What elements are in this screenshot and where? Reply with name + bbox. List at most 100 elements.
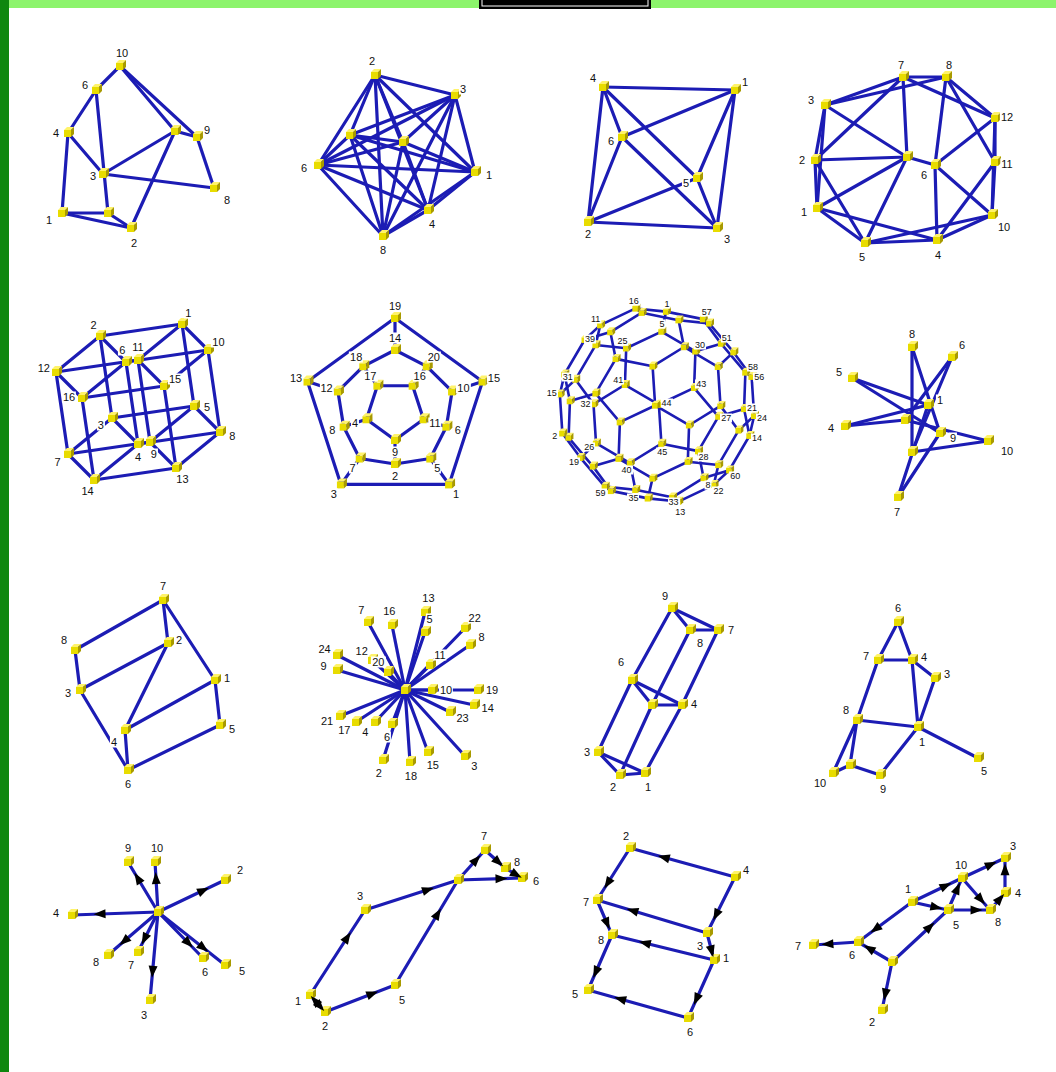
- cube-front: [703, 930, 710, 937]
- vertex-number: 39: [584, 335, 596, 344]
- graph-edge: [865, 157, 907, 243]
- cube-front: [178, 321, 185, 328]
- vertex-cube: [71, 644, 81, 654]
- vertex-number: 5: [203, 401, 211, 412]
- vertex-cube: [146, 436, 156, 446]
- cube-side: [931, 399, 934, 409]
- vertex-number: 23: [455, 713, 469, 724]
- cube-front: [124, 767, 131, 774]
- graph-edge: [403, 95, 455, 142]
- cube-side: [398, 312, 401, 322]
- cube-front: [607, 330, 613, 336]
- cube-front: [461, 625, 468, 632]
- graph-edge: [632, 608, 672, 680]
- cube-side: [816, 939, 819, 949]
- cube-front: [346, 132, 353, 139]
- cube-side: [720, 362, 722, 370]
- cube-side: [717, 954, 720, 964]
- vertex-cube: [874, 654, 884, 664]
- cube-side: [691, 420, 693, 428]
- cube-front: [76, 687, 83, 694]
- graph-edge: [833, 720, 857, 773]
- vertex-cube: [599, 81, 609, 91]
- cube-front: [90, 477, 97, 484]
- cube-front: [686, 423, 692, 429]
- vertex-number: 8: [842, 705, 850, 716]
- vertex-cube: [391, 344, 401, 354]
- graph-edge: [82, 398, 94, 480]
- vertex-cube: [134, 438, 144, 448]
- graph-edge: [100, 336, 126, 362]
- vertex-number: 2: [551, 431, 558, 440]
- vertex-number: 20: [371, 656, 385, 667]
- cube-side: [638, 485, 640, 493]
- cube-front: [391, 461, 398, 468]
- arrowhead: [421, 887, 434, 896]
- vertex-cube: [384, 666, 394, 676]
- cube-front: [715, 364, 721, 370]
- vertex-cube: [899, 71, 909, 81]
- vertex-cube: [379, 230, 389, 240]
- vertex-cube: [931, 159, 941, 169]
- cube-front: [478, 379, 485, 386]
- cube-front: [52, 369, 59, 376]
- vertex-number: 7: [357, 604, 365, 615]
- vertex-number: 10: [456, 382, 470, 393]
- vertex-number: 10: [1000, 446, 1014, 457]
- vertex-cube: [559, 429, 567, 437]
- vertex-number: 17: [337, 724, 351, 735]
- vertex-cube: [52, 366, 62, 376]
- cube-side: [901, 491, 904, 501]
- graph-edge: [598, 752, 645, 773]
- vertex-number: 3: [943, 669, 951, 680]
- cube-front: [821, 102, 828, 109]
- vertex-cube: [616, 769, 626, 779]
- cube-side: [853, 759, 856, 769]
- vertex-cube: [391, 312, 401, 322]
- cube-side: [197, 400, 200, 410]
- cube-side: [855, 372, 858, 382]
- vertex-number: 1: [45, 215, 53, 226]
- cube-side: [623, 769, 626, 779]
- vertex-number: 8: [223, 195, 231, 206]
- vertex-cube: [809, 939, 819, 949]
- cube-side: [71, 448, 74, 458]
- vertex-number: 5: [398, 995, 406, 1006]
- cube-side: [658, 401, 660, 409]
- vertex-number: 7: [893, 507, 901, 518]
- cube-front: [501, 865, 508, 872]
- graph-edge: [128, 725, 220, 770]
- vertex-number: 6: [920, 170, 928, 181]
- cube-front: [901, 417, 908, 424]
- cube-front: [641, 770, 648, 777]
- vertex-number: 4: [742, 865, 750, 876]
- vertex-number: 15: [168, 374, 182, 385]
- cube-front: [986, 907, 993, 914]
- vertex-cube: [686, 624, 696, 634]
- cube-front: [466, 642, 473, 649]
- arrowhead: [149, 965, 158, 977]
- cube-front: [159, 597, 166, 604]
- vertex-cube: [78, 392, 88, 402]
- vertex-cube: [104, 207, 114, 217]
- vertex-number: 3: [330, 489, 338, 500]
- vertex-cube: [336, 710, 346, 720]
- cube-front: [361, 907, 368, 914]
- cube-front: [715, 463, 721, 469]
- vertex-cube: [693, 172, 703, 182]
- vertex-number: 1: [452, 489, 460, 500]
- graph-edge: [630, 848, 735, 877]
- cube-front: [172, 465, 179, 472]
- cube-front: [391, 437, 398, 444]
- vertex-cube: [178, 318, 188, 328]
- vertex-number: 5: [433, 463, 441, 474]
- graph-edge: [564, 340, 584, 375]
- graph-edge: [962, 858, 1005, 878]
- vertex-number: 21: [746, 403, 758, 412]
- graph-edge: [182, 324, 208, 350]
- vertex-number: 5: [658, 319, 665, 328]
- vertex-number: 11: [1000, 159, 1013, 170]
- vertex-cube: [567, 396, 575, 404]
- vertex-number: 8: [328, 425, 336, 436]
